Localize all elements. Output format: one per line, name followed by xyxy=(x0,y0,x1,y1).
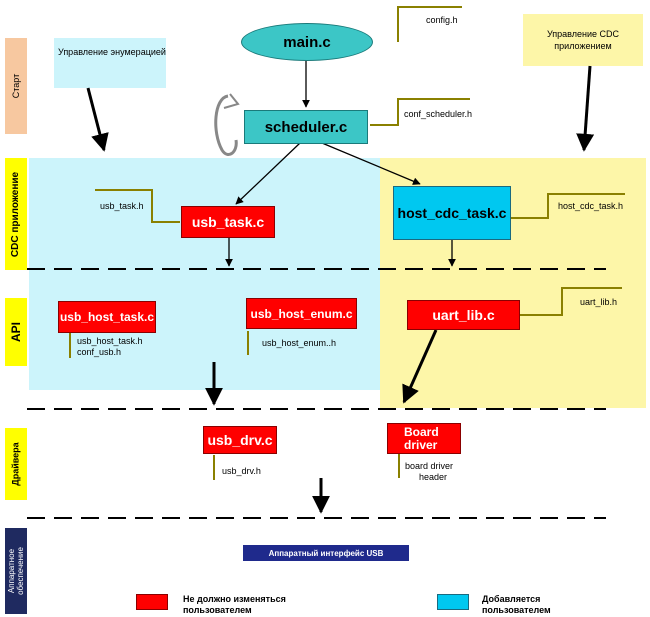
usb-host-enum-c-module: usb_host_enum.c xyxy=(246,298,357,329)
host-cdc-task-h-label: host_cdc_task.h xyxy=(558,201,624,211)
legend-cyan-label: Добавляется пользователем xyxy=(482,594,551,615)
usb-hardware-interface: Аппаратный интерфейс USB xyxy=(243,545,409,561)
main-c-module: main.c xyxy=(241,23,373,61)
side-label-cdc: CDC приложение xyxy=(5,158,27,270)
usb-task-h-label: usb_task.h xyxy=(100,201,144,211)
conf-scheduler-h-callout xyxy=(370,98,470,126)
board-driver-header-label: board driver header xyxy=(405,461,454,482)
legend-red-label: Не должно изменяться пользователем xyxy=(183,594,286,615)
uart-lib-c-module: uart_lib.c xyxy=(407,300,520,330)
usb-task-h-callout xyxy=(95,189,180,223)
side-label-api: API xyxy=(5,298,27,366)
side-label-drivers: Драйвера xyxy=(5,428,27,500)
conf-usb-h-label: conf_usb.h xyxy=(77,347,122,357)
arrow-scheduler-usb-task xyxy=(235,142,301,205)
enumeration-note: Управление энумерацией xyxy=(54,38,166,88)
arrow-enumeration-note xyxy=(86,87,109,152)
usb-drv-c-module: usb_drv.c xyxy=(203,426,277,454)
side-label-hardware: Аппаратное обеспечение xyxy=(5,528,27,614)
legend-red-swatch xyxy=(136,594,168,610)
usb-task-c-module: usb_task.c xyxy=(181,206,275,238)
uart-lib-h-label: uart_lib.h xyxy=(580,297,618,307)
usb-host-enum-h-label: usb_host_enum..h xyxy=(262,338,337,348)
loop-icon xyxy=(214,93,240,156)
arrow-cdc-app-note xyxy=(576,65,595,152)
config-h-callout xyxy=(397,6,462,42)
board-driver-module: Board driver xyxy=(387,423,461,454)
arrow-uart-board xyxy=(402,329,438,404)
uart-lib-h-callout xyxy=(520,287,622,316)
usb-host-task-h-label: usb_host_task.h xyxy=(77,336,143,346)
host-cdc-task-c-module: host_cdc_task.c xyxy=(393,186,511,240)
conf-scheduler-h-label: conf_scheduler.h xyxy=(404,109,473,119)
config-h-label: config.h xyxy=(426,15,458,25)
scheduler-c-module: scheduler.c xyxy=(244,110,368,144)
cdc-app-region-user xyxy=(29,158,380,390)
arrow-scheduler-host-cdc xyxy=(321,142,421,185)
usb-drv-h-label: usb_drv.h xyxy=(222,466,261,476)
usb-host-task-c-module: usb_host_task.c xyxy=(58,301,156,333)
legend-cyan-swatch xyxy=(437,594,469,610)
host-cdc-task-h-callout xyxy=(511,193,625,219)
cdc-app-note: Управление CDC приложением xyxy=(523,14,643,66)
side-label-start: Старт xyxy=(5,38,27,134)
